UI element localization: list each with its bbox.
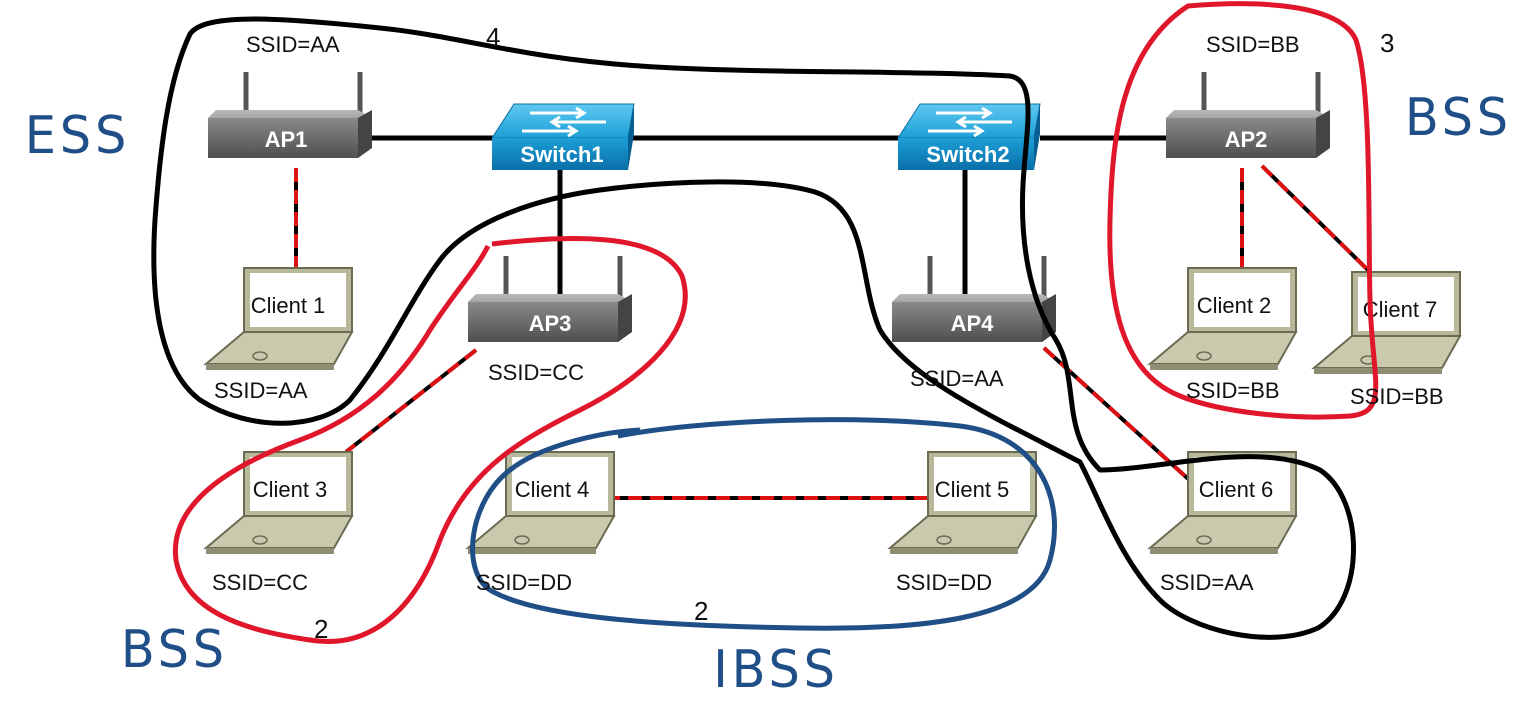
client4-label: Client 4 xyxy=(515,477,590,502)
client4-laptop: Client 4 xyxy=(465,451,616,554)
client7-label: Client 7 xyxy=(1363,297,1438,322)
client2-laptop: Client 2 xyxy=(1147,267,1298,370)
client5-label: Client 5 xyxy=(935,477,1010,502)
ess-outline xyxy=(151,16,1356,640)
ap4-ssid: SSID=AA xyxy=(910,366,1004,391)
bss-right-count: 3 xyxy=(1380,28,1395,58)
ap1: AP1 xyxy=(208,72,372,158)
bss-left-count: 2 xyxy=(314,614,329,644)
switch1-label: Switch1 xyxy=(520,142,603,167)
client1-laptop: Client 1 xyxy=(203,267,354,370)
ess-count: 4 xyxy=(486,22,501,52)
client3-label: Client 3 xyxy=(253,477,328,502)
client2-label: Client 2 xyxy=(1197,293,1272,318)
bss-left-annotation: BSS xyxy=(120,620,228,680)
client3-ssid: SSID=CC xyxy=(212,570,308,595)
client6-label: Client 6 xyxy=(1199,477,1274,502)
switch1: Switch1 xyxy=(491,103,635,170)
bss-right-outline xyxy=(1107,1,1379,420)
ap2: AP2 xyxy=(1166,72,1330,158)
ap3: AP3 xyxy=(468,256,632,342)
ap1-label: AP1 xyxy=(265,127,308,152)
ibss-annotation: IBSS xyxy=(713,640,839,700)
wireless-ap2-client7 xyxy=(1260,164,1374,276)
client6-laptop: Client 6 xyxy=(1147,451,1298,554)
client1-label: Client 1 xyxy=(251,293,326,318)
ibss-count: 2 xyxy=(694,596,709,626)
ap3-label: AP3 xyxy=(529,311,572,336)
ess-annotation: ESS xyxy=(24,106,131,166)
ap4: AP4 xyxy=(892,256,1056,342)
ap4-label: AP4 xyxy=(951,311,995,336)
client7-laptop: Client 7 xyxy=(1311,271,1462,374)
wired-links xyxy=(372,135,1168,300)
client5-laptop: Client 5 xyxy=(887,451,1038,554)
ap2-label: AP2 xyxy=(1225,127,1268,152)
client7-ssid: SSID=BB xyxy=(1350,384,1444,409)
ap1-ssid: SSID=AA xyxy=(246,32,340,57)
client3-laptop: Client 3 xyxy=(203,451,354,554)
client2-ssid: SSID=BB xyxy=(1186,378,1280,403)
switch2: Switch2 xyxy=(897,103,1041,170)
bss-left-outline xyxy=(172,236,688,644)
wireless-ap3-client3 xyxy=(344,348,478,454)
switch2-label: Switch2 xyxy=(926,142,1009,167)
client1-ssid: SSID=AA xyxy=(214,378,308,403)
ap3-ssid: SSID=CC xyxy=(488,360,584,385)
bss-right-annotation: BSS xyxy=(1404,88,1512,148)
client5-ssid: SSID=DD xyxy=(896,570,992,595)
ap2-ssid: SSID=BB xyxy=(1206,32,1300,57)
ibss-outline xyxy=(470,417,1057,631)
client6-ssid: SSID=AA xyxy=(1160,570,1254,595)
client4-ssid: SSID=DD xyxy=(476,570,572,595)
